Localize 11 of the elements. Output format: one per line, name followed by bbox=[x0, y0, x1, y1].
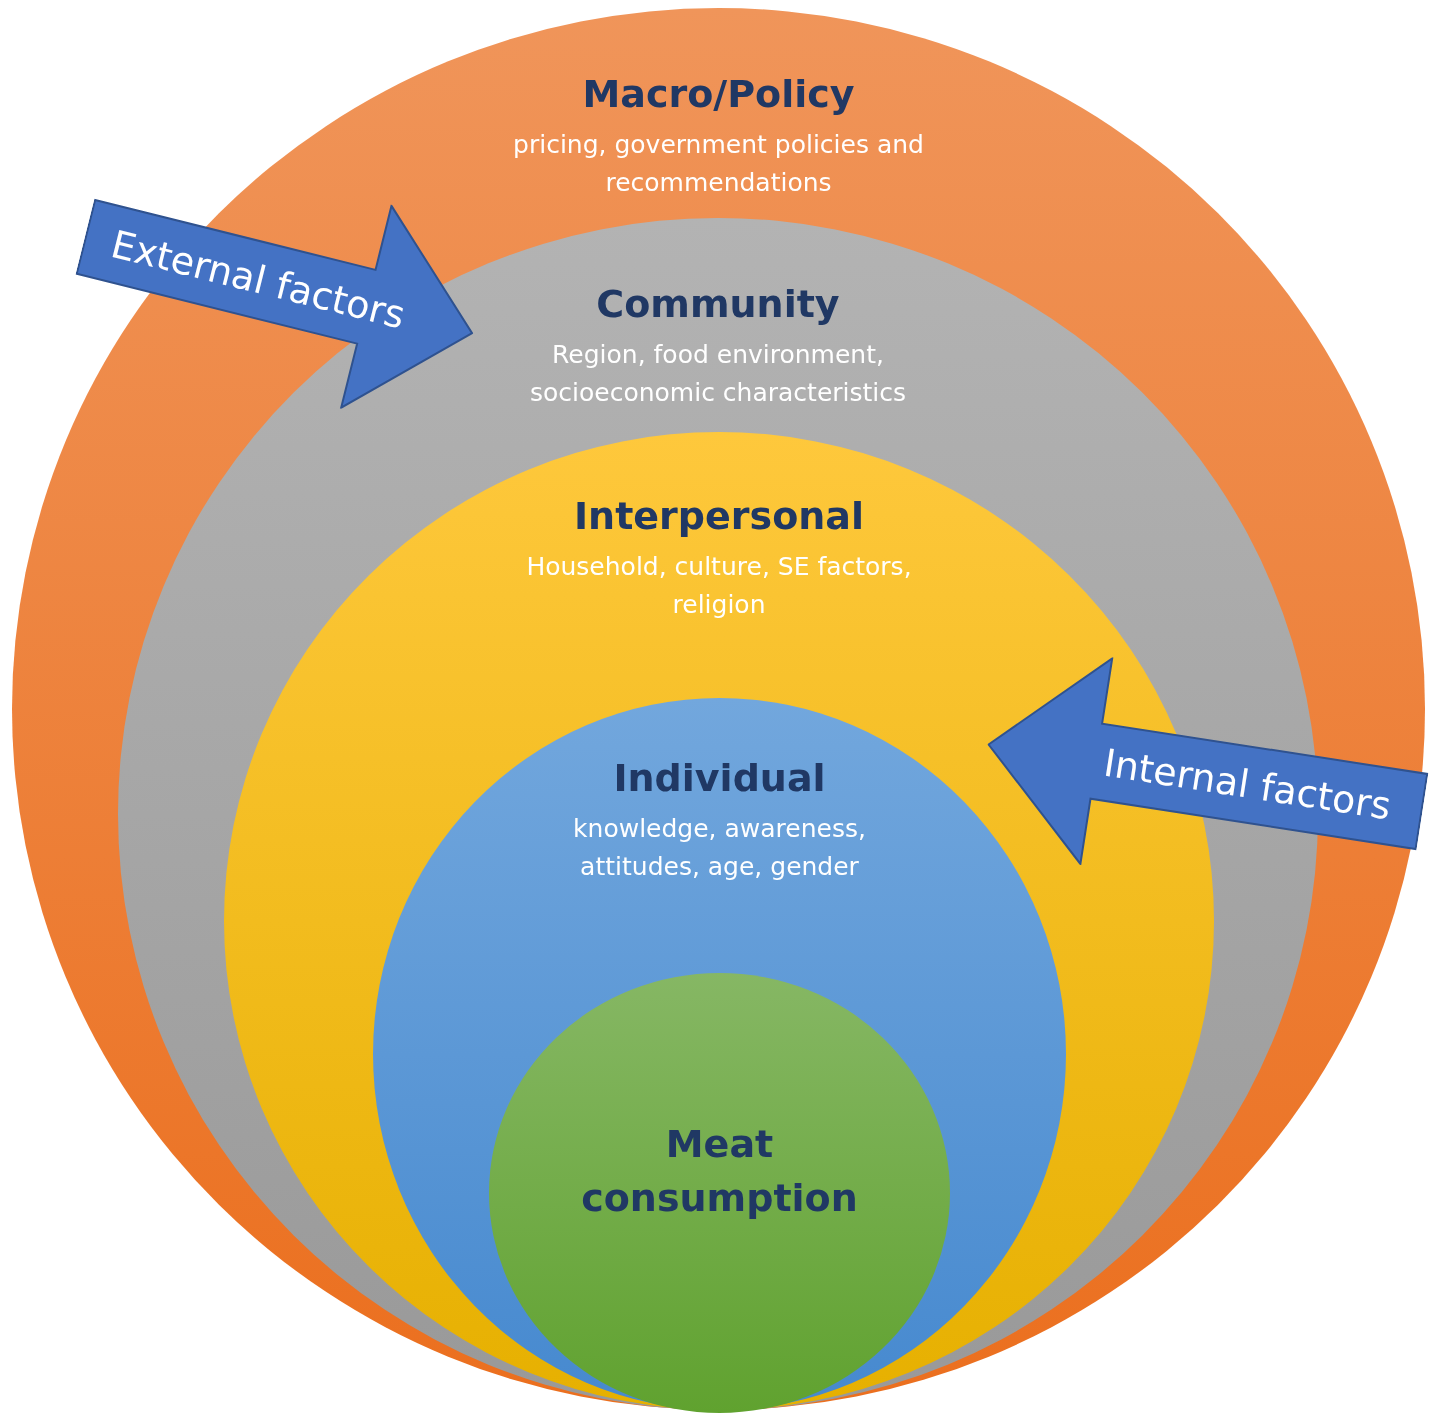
layer-heading: Individual bbox=[613, 755, 826, 802]
layer-description: pricing, government policies and recommendations bbox=[512, 129, 925, 199]
arrow-label: External factors bbox=[105, 221, 411, 340]
arrow-label: Internal factors bbox=[1099, 739, 1395, 831]
layer-heading: Macro/Policy bbox=[582, 71, 855, 118]
layer-heading: Meat consumption bbox=[580, 1121, 859, 1222]
layer-description: knowledge, awareness, attitudes, age, gender bbox=[572, 813, 867, 883]
layer-heading: Interpersonal bbox=[574, 493, 864, 540]
layer-heading: Community bbox=[596, 281, 840, 328]
layer-description: Household, culture, SE factors, religion bbox=[525, 551, 913, 621]
layer-description: Region, food environment, socioeconomic characteristics bbox=[528, 339, 908, 409]
